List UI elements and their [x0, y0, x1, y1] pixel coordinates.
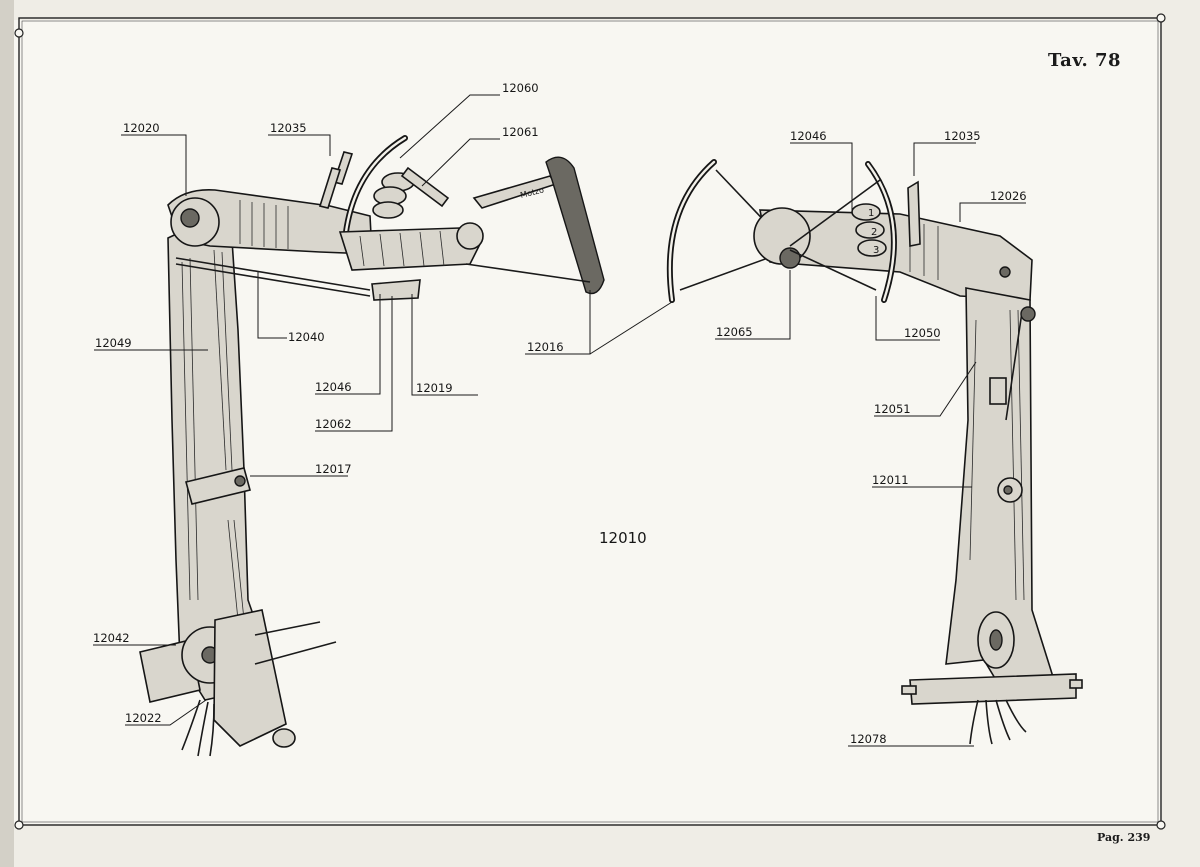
- callout-12026: 12026: [990, 189, 1027, 203]
- callout-12051: 12051: [874, 402, 911, 416]
- callout-12035-left: 12035: [270, 121, 307, 135]
- callout-12042: 12042: [93, 631, 130, 645]
- callout-12046-right: 12046: [790, 129, 827, 143]
- right-frame-assembly: [759, 209, 1083, 745]
- left-lever-quadrant: [318, 135, 484, 301]
- callout-12046-left: 12046: [315, 380, 352, 394]
- callout-12017: 12017: [315, 462, 352, 476]
- callout-12022: 12022: [125, 711, 162, 725]
- callout-12060: 12060: [502, 81, 539, 95]
- callout-12035-right: 12035: [944, 129, 981, 143]
- assembly-number: 12010: [599, 529, 647, 547]
- callout-12062: 12062: [315, 417, 352, 431]
- callout-12040: 12040: [288, 330, 325, 344]
- callout-12065: 12065: [716, 325, 753, 339]
- lever-position-2: 2: [871, 227, 877, 238]
- callout-12078: 12078: [850, 732, 887, 746]
- callout-labels: 12020 12035 12060 12061 12049 12040 1204…: [93, 81, 1027, 746]
- callout-12061: 12061: [502, 125, 539, 139]
- callout-12011: 12011: [872, 473, 909, 487]
- lever-position-3: 3: [873, 245, 879, 256]
- callout-12016: 12016: [527, 340, 564, 354]
- detached-lever-grip: Motzo: [465, 156, 605, 295]
- callout-12050: 12050: [904, 326, 941, 340]
- callout-12020: 12020: [123, 121, 160, 135]
- right-lever-quadrant: 1 2 3: [666, 159, 921, 303]
- plate-title: Tav. 78: [1048, 50, 1122, 71]
- callout-12049: 12049: [95, 336, 132, 350]
- callout-12019: 12019: [416, 381, 453, 395]
- lever-position-1: 1: [868, 208, 874, 219]
- page-number: Pag. 239: [1097, 831, 1151, 844]
- leader-lines: [93, 94, 1026, 747]
